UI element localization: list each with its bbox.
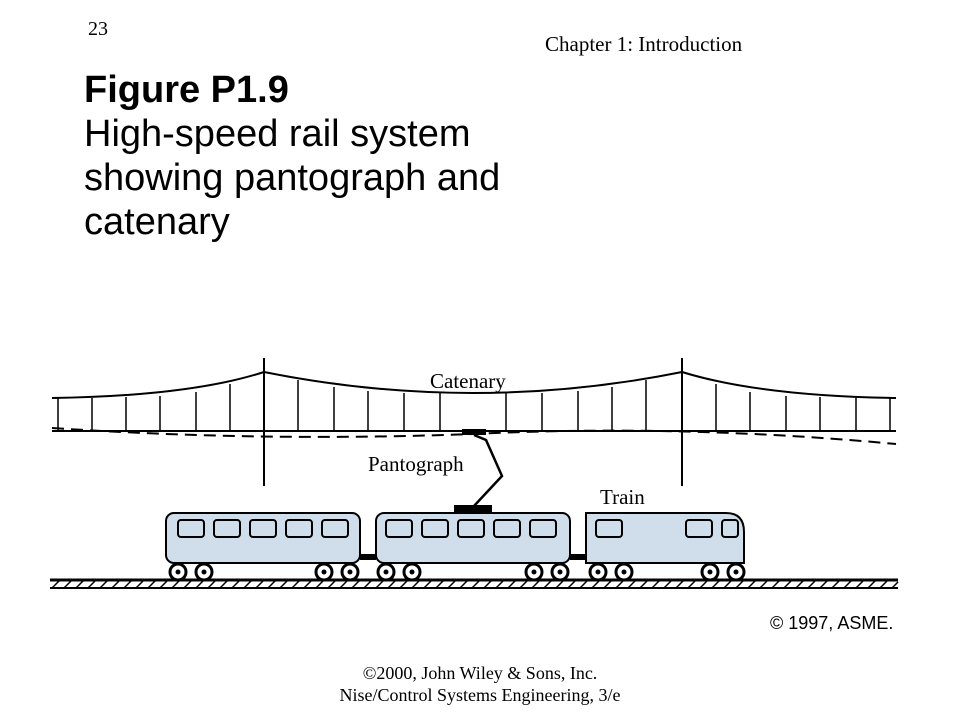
page-footer: ©2000, John Wiley & Sons, Inc. Nise/Cont…: [0, 662, 960, 706]
wheels: [168, 562, 746, 582]
label-pantograph: Pantograph: [368, 452, 464, 476]
footer-publisher: ©2000, John Wiley & Sons, Inc.: [362, 663, 598, 683]
figure-copyright: © 1997, ASME.: [770, 613, 894, 633]
train-car-3: [585, 512, 745, 564]
catenary-wire: [51, 370, 897, 399]
wheel-hubs: [175, 569, 739, 575]
figure-caption: Figure P1.9 High-speed rail system showi…: [84, 68, 504, 244]
coupler-1: [360, 554, 376, 560]
train-car-2: [375, 512, 571, 564]
pantograph: [454, 429, 504, 513]
figure-description: High-speed rail system showing pantograp…: [84, 113, 501, 243]
figure-title: Figure P1.9: [84, 69, 289, 111]
label-catenary: Catenary: [430, 369, 506, 393]
footer-book-title: Nise/Control Systems Engineering, 3/e: [339, 685, 621, 705]
page-number: 23: [88, 18, 108, 40]
track: [50, 578, 899, 589]
coupler-2: [570, 554, 586, 560]
train-car-1: [165, 512, 361, 564]
chapter-title: Chapter 1: Introduction: [545, 32, 743, 56]
droppers: [57, 380, 891, 431]
label-train: Train: [600, 485, 645, 509]
